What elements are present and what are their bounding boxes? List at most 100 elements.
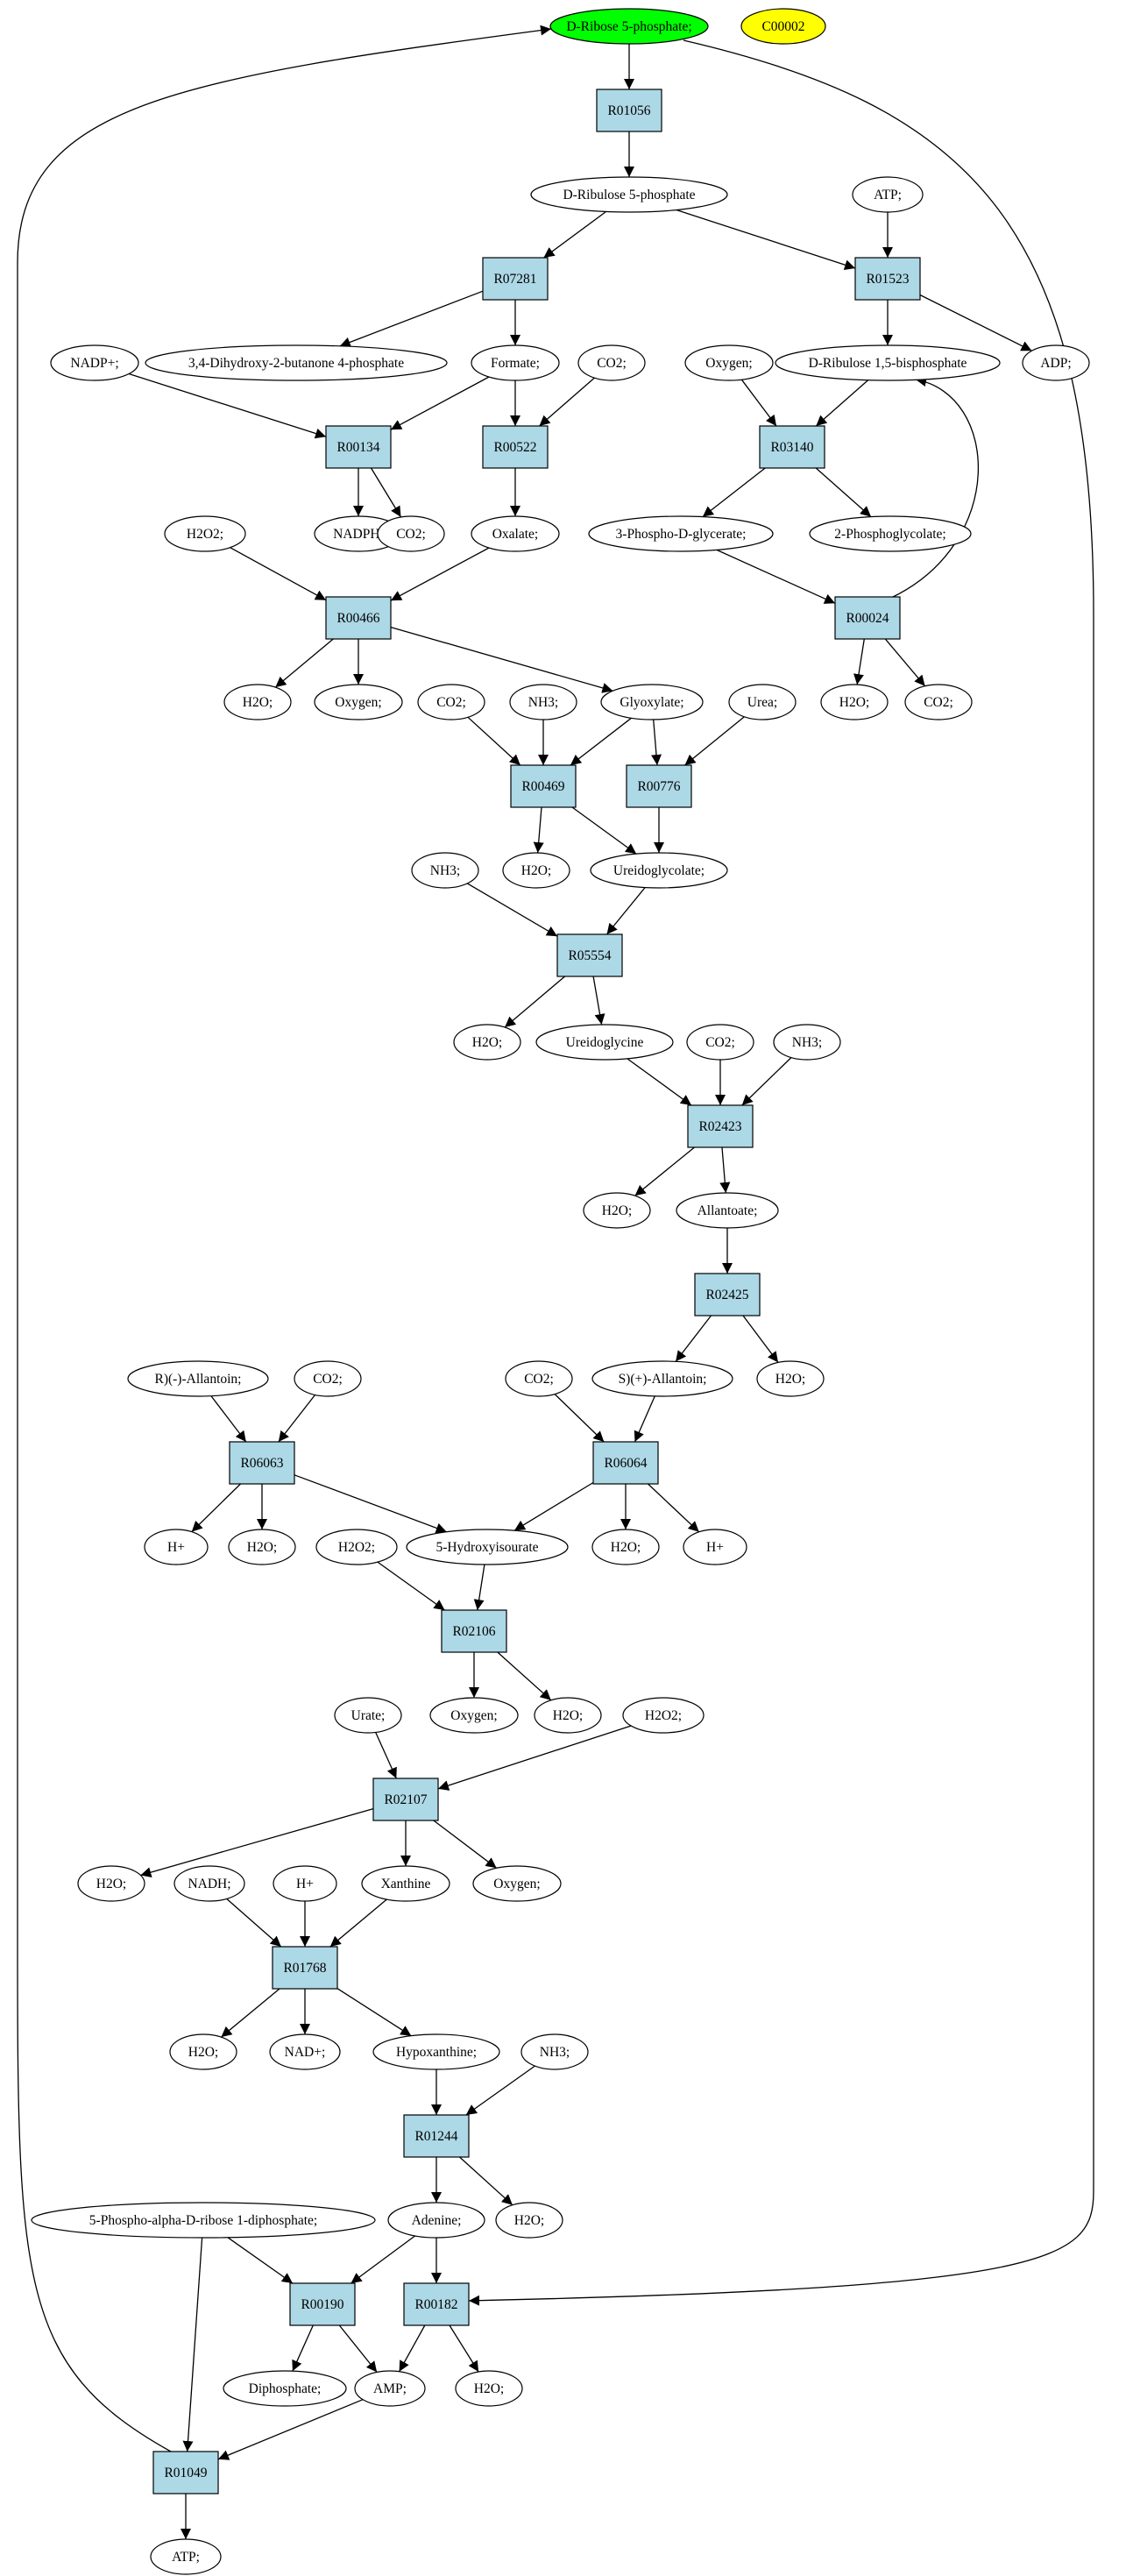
reaction-node-r00776[interactable]: R00776 — [626, 764, 692, 808]
compound-node-oxygen[interactable]: Oxygen; — [314, 684, 403, 720]
compound-node-h2o[interactable]: H2O; — [169, 2033, 237, 2070]
reaction-node-r03140[interactable]: R03140 — [759, 425, 825, 469]
compound-node-co2[interactable]: CO2; — [377, 515, 445, 552]
compound-node-h2o[interactable]: H2O; — [453, 1024, 521, 1061]
node-label: NH3; — [430, 863, 460, 878]
compound-node-h2o[interactable]: H2O; — [228, 1529, 296, 1565]
reaction-node-r01523[interactable]: R01523 — [854, 257, 921, 301]
compound-node-nadh[interactable]: NADH; — [173, 1865, 245, 1902]
compound-node-h2o[interactable]: H2O; — [495, 2202, 563, 2239]
reaction-node-r01244[interactable]: R01244 — [403, 2114, 470, 2158]
reaction-node-r05554[interactable]: R05554 — [556, 933, 623, 977]
compound-node-h2o2[interactable]: H2O2; — [164, 515, 246, 552]
compound-node-formate[interactable]: Formate; — [471, 344, 560, 381]
compound-node-c00002[interactable]: C00002 — [740, 8, 826, 45]
reaction-node-r00182[interactable]: R00182 — [403, 2282, 470, 2326]
compound-node-3-phospho-d-glycerate[interactable]: 3-Phospho-D-glycerate; — [588, 515, 774, 552]
reaction-node-r01056[interactable]: R01056 — [596, 89, 662, 132]
compound-node-r-allantoin[interactable]: R)(-)-Allantoin; — [127, 1360, 269, 1397]
compound-node-h2o2[interactable]: H2O2; — [622, 1697, 705, 1734]
reaction-node-r00522[interactable]: R00522 — [482, 425, 549, 469]
compound-node-oxygen[interactable]: Oxygen; — [429, 1697, 519, 1734]
compound-node-adp[interactable]: ADP; — [1022, 344, 1090, 381]
compound-node-allantoate[interactable]: Allantoate; — [676, 1192, 779, 1229]
compound-node-h2o[interactable]: H2O; — [77, 1865, 145, 1902]
reaction-node-r00190[interactable]: R00190 — [289, 2282, 356, 2326]
compound-node-h2o[interactable]: H2O; — [502, 852, 570, 889]
reaction-node-r00134[interactable]: R00134 — [325, 425, 392, 469]
reaction-node-r00469[interactable]: R00469 — [510, 764, 577, 808]
compound-node-5-hydroxyisourate[interactable]: 5-Hydroxyisourate — [406, 1529, 569, 1565]
compound-node-h2o2[interactable]: H2O2; — [315, 1529, 398, 1565]
compound-node-nadp[interactable]: NADP+; — [50, 344, 139, 381]
reaction-node-r01049[interactable]: R01049 — [152, 2451, 219, 2494]
compound-ellipse — [740, 8, 826, 45]
compound-node-h[interactable]: H+ — [683, 1529, 747, 1565]
compound-ellipse — [50, 344, 139, 381]
compound-node-ureidoglycine[interactable]: Ureidoglycine — [535, 1024, 674, 1061]
node-label: H2O; — [775, 1372, 805, 1387]
compound-node-atp[interactable]: ATP; — [150, 2538, 222, 2575]
reaction-node-r06064[interactable]: R06064 — [592, 1441, 659, 1485]
compound-ellipse — [588, 515, 774, 552]
compound-node-oxygen[interactable]: Oxygen; — [684, 344, 774, 381]
compound-node-amp[interactable]: AMP; — [354, 2370, 426, 2407]
reaction-node-r02425[interactable]: R02425 — [694, 1273, 761, 1316]
compound-node-s-allantoin[interactable]: S)(+)-Allantoin; — [591, 1360, 733, 1397]
compound-node-hypoxanthine[interactable]: Hypoxanthine; — [372, 2033, 500, 2070]
compound-node-h[interactable]: H+ — [273, 1865, 337, 1902]
reaction-node-r01768[interactable]: R01768 — [272, 1946, 338, 1990]
reaction-node-r02106[interactable]: R02106 — [441, 1609, 507, 1653]
compound-node-2-phosphoglycolate[interactable]: 2-Phosphoglycolate; — [809, 515, 972, 552]
compound-node-atp[interactable]: ATP; — [852, 176, 924, 213]
compound-node-h[interactable]: H+ — [144, 1529, 209, 1565]
reaction-node-r02423[interactable]: R02423 — [687, 1104, 754, 1148]
node-label: H+ — [706, 1540, 724, 1555]
compound-node-ureidoglycolate[interactable]: Ureidoglycolate; — [590, 852, 728, 889]
compound-node-adenine[interactable]: Adenine; — [387, 2202, 485, 2239]
edge-r-r06063-to-n-hiu — [294, 1474, 447, 1534]
compound-node-co2[interactable]: CO2; — [505, 1360, 573, 1397]
compound-node-co2[interactable]: CO2; — [577, 344, 646, 381]
compound-node-d-ribulose-5-phosphate[interactable]: D-Ribulose 5-phosphate — [530, 176, 728, 213]
compound-node-h2o[interactable]: H2O; — [591, 1529, 660, 1565]
compound-node-co2[interactable]: CO2; — [904, 684, 973, 720]
compound-node-co2[interactable]: CO2; — [686, 1024, 754, 1061]
node-label: ATP; — [172, 2550, 200, 2565]
reaction-node-r07281[interactable]: R07281 — [482, 257, 549, 301]
reaction-node-r00466[interactable]: R00466 — [325, 596, 392, 640]
compound-node-diphosphate[interactable]: Diphosphate; — [223, 2370, 347, 2407]
node-label: 3-Phospho-D-glycerate; — [616, 527, 747, 542]
compound-node-5-phospho-alpha-d-ribose-1-diphosphate[interactable]: 5-Phospho-alpha-D-ribose 1-diphosphate; — [31, 2202, 376, 2239]
compound-node-nh3[interactable]: NH3; — [773, 1024, 841, 1061]
compound-node-nad[interactable]: NAD+; — [269, 2033, 341, 2070]
compound-node-h2o[interactable]: H2O; — [583, 1192, 651, 1229]
compound-node-h2o[interactable]: H2O; — [756, 1360, 825, 1397]
compound-node-co2[interactable]: CO2; — [417, 684, 485, 720]
reaction-node-r06063[interactable]: R06063 — [229, 1441, 295, 1485]
compound-node-d-ribulose-1-5-bisphosphate[interactable]: D-Ribulose 1,5-bisphosphate — [775, 344, 1001, 381]
compound-node-3-4-dihydroxy-2-butanone-4-phosphate[interactable]: 3,4-Dihydroxy-2-butanone 4-phosphate — [145, 344, 448, 381]
compound-node-d-ribose-5-phosphate[interactable]: D-Ribose 5-phosphate; — [549, 8, 709, 45]
compound-node-h2o[interactable]: H2O; — [455, 2370, 523, 2407]
compound-node-glyoxylate[interactable]: Glyoxylate; — [600, 684, 704, 720]
compound-node-oxygen[interactable]: Oxygen; — [472, 1865, 562, 1902]
compound-node-urea[interactable]: Urea; — [728, 684, 797, 720]
compound-node-h2o[interactable]: H2O; — [223, 684, 292, 720]
compound-node-urate[interactable]: Urate; — [334, 1697, 402, 1734]
reaction-node-r02107[interactable]: R02107 — [372, 1778, 439, 1821]
compound-ellipse — [577, 344, 646, 381]
edge-n-ribose5p-to-r-r00182 — [468, 39, 1094, 2306]
compound-node-h2o[interactable]: H2O; — [534, 1697, 602, 1734]
compound-node-nh3[interactable]: NH3; — [411, 852, 479, 889]
compound-node-h2o[interactable]: H2O; — [820, 684, 889, 720]
compound-ellipse — [676, 1192, 779, 1229]
compound-node-co2[interactable]: CO2; — [294, 1360, 362, 1397]
reaction-node-r00024[interactable]: R00024 — [834, 596, 901, 640]
compound-node-oxalate[interactable]: Oxalate; — [471, 515, 560, 552]
compound-node-nadph[interactable]: NADPH; — [314, 515, 403, 552]
compound-node-nh3[interactable]: NH3; — [520, 2033, 589, 2070]
node-label: R00134 — [336, 440, 379, 455]
compound-node-nh3[interactable]: NH3; — [509, 684, 577, 720]
compound-node-xanthine[interactable]: Xanthine — [361, 1865, 450, 1902]
